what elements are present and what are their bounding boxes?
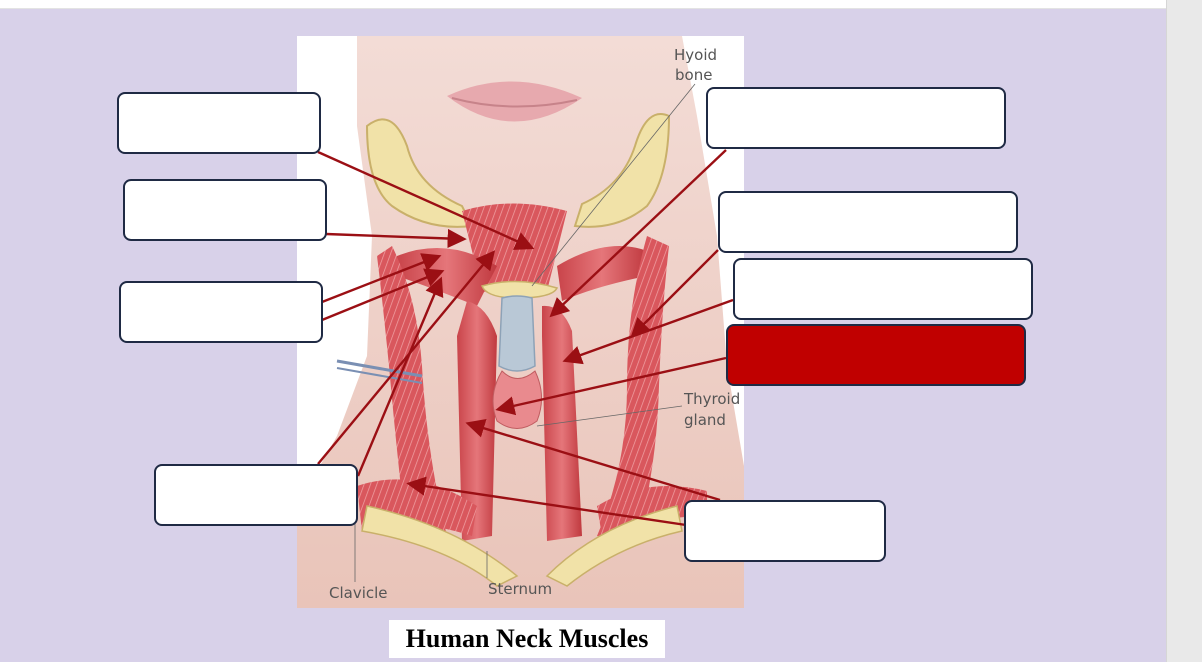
answer-box-1[interactable] (117, 92, 321, 154)
answer-box-7[interactable] (733, 258, 1033, 320)
hyoid-bone-label-line2: bone (675, 66, 712, 84)
thyroid-gland-label-line2: gland (684, 411, 726, 429)
answer-box-3[interactable] (119, 281, 323, 343)
thyroid-gland-label: Thyroid (683, 390, 740, 408)
answer-box-6[interactable] (718, 191, 1018, 253)
hyoid-bone-label: Hyoid (674, 46, 717, 64)
answer-box-2[interactable] (123, 179, 327, 241)
sternum-label: Sternum (488, 580, 552, 598)
figure-caption: Human Neck Muscles (389, 620, 665, 658)
answer-box-8-selected[interactable] (726, 324, 1026, 386)
clavicle-label: Clavicle (329, 584, 388, 602)
answer-box-5[interactable] (706, 87, 1006, 149)
page-top-strip (0, 0, 1166, 9)
answer-box-4[interactable] (154, 464, 358, 526)
vertical-scrollbar[interactable] (1166, 0, 1202, 662)
answer-box-9[interactable] (684, 500, 886, 562)
neck-anatomy-image: Hyoid bone Thyroid gland Clavicle Sternu… (297, 36, 744, 608)
